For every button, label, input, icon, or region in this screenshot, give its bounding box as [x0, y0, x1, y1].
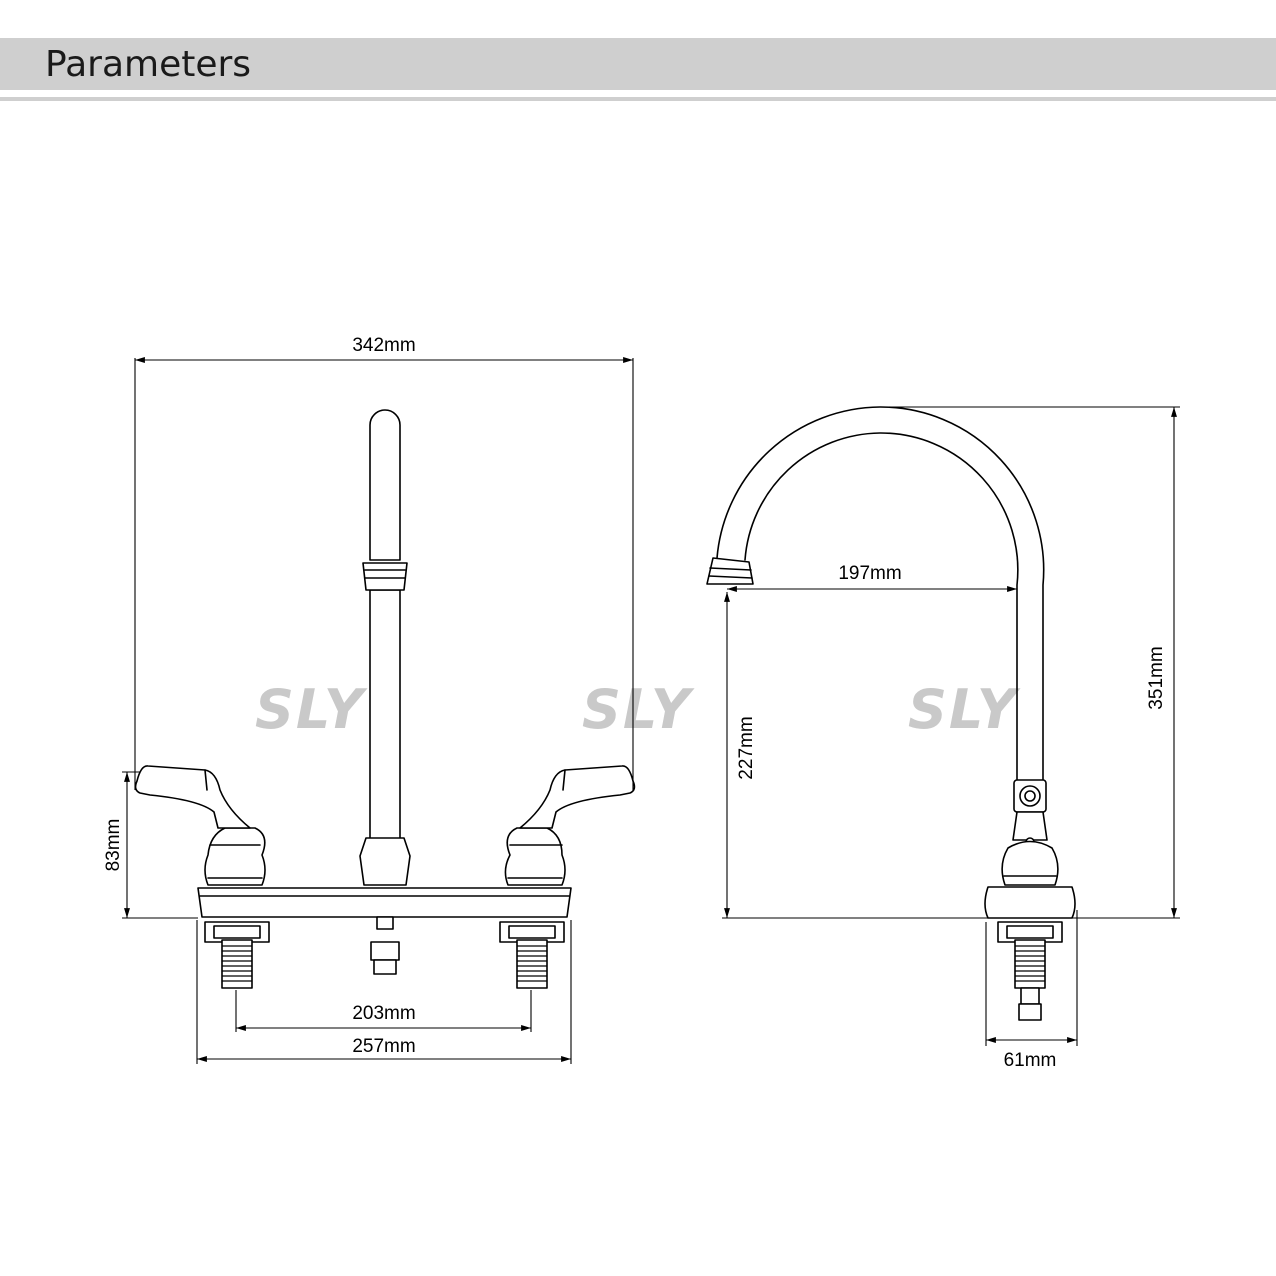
dim-overall-width: 342mm [134, 335, 634, 790]
right-handle [504, 765, 636, 886]
deck-plate [197, 887, 572, 918]
watermark-right: SLY [908, 678, 1021, 741]
side-deck [984, 886, 1076, 919]
svg-text:SLY: SLY [908, 678, 1021, 741]
dim-spout-clearance: 227mm [722, 592, 988, 919]
side-view [706, 406, 1076, 1021]
dim-total-height: 351mm [880, 406, 1180, 919]
page-title: Parameters [45, 44, 252, 85]
left-valve-shank [204, 921, 270, 989]
center-fitting [370, 916, 400, 975]
dim-base-width: 257mm [196, 920, 572, 1064]
dim-label-61: 61mm [1004, 1050, 1057, 1071]
dim-label-83: 83mm [103, 819, 124, 872]
spout-pipe [369, 589, 401, 841]
spout-top [369, 409, 401, 561]
dim-base-depth: 61mm [985, 910, 1078, 1071]
header-band [0, 38, 1276, 90]
svg-text:SLY: SLY [255, 678, 368, 741]
spout-inner-curve [744, 432, 1019, 781]
dim-center-spacing: 203mm [235, 990, 532, 1032]
header-divider [0, 97, 1276, 101]
svg-text:SLY: SLY [582, 678, 695, 741]
dim-handle-height: 83mm [103, 771, 198, 919]
watermark-left: SLY [255, 678, 368, 741]
right-valve-shank [499, 921, 565, 989]
dim-label-342: 342mm [352, 335, 415, 356]
dim-label-203: 203mm [352, 1003, 415, 1024]
watermark-center: SLY [582, 678, 695, 741]
front-view [134, 409, 636, 989]
aerator-ring [362, 562, 408, 591]
dim-label-351: 351mm [1146, 646, 1167, 709]
side-body [1001, 840, 1059, 886]
side-aerator [706, 557, 754, 585]
dim-label-257: 257mm [352, 1036, 415, 1057]
dim-label-227: 227mm [736, 716, 757, 779]
dim-label-197: 197mm [838, 563, 901, 584]
dim-spout-reach: 197mm [727, 563, 1017, 592]
left-handle [134, 765, 266, 886]
spout-collar [359, 837, 411, 886]
